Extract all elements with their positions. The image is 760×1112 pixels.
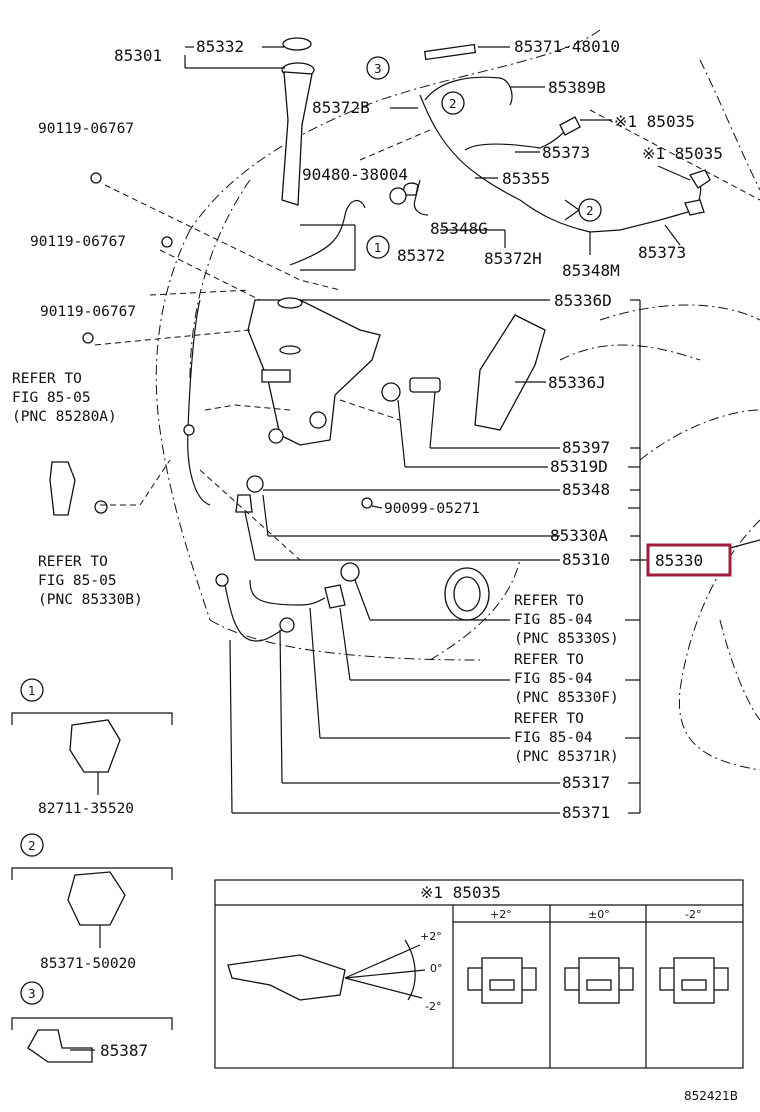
table-title: ※1 85035 xyxy=(420,883,501,902)
adjuster-plus2 xyxy=(467,957,537,1004)
label-85332: 85332 xyxy=(196,37,244,56)
label-85336J: 85336J xyxy=(548,373,606,392)
refer-85330S-line3: (PNC 85330S) xyxy=(514,631,619,647)
refer-85330F-line3: (PNC 85330F) xyxy=(514,690,619,706)
label-85330A: 85330A xyxy=(550,526,608,545)
label-90099-05271: 90099-05271 xyxy=(384,501,480,517)
label-90119-06767-a: 90119-06767 xyxy=(38,121,134,137)
adjuster-zero xyxy=(564,957,634,1004)
refer-85330F-line1: REFER TO xyxy=(514,652,584,668)
refer-85280A-line1: REFER TO xyxy=(12,371,82,387)
legend-panel-2: 2 85371-50020 xyxy=(11,833,173,972)
highlight-box-85330 xyxy=(646,543,732,577)
callout-3-top: 3 xyxy=(374,62,382,76)
label-85371: 85371 xyxy=(562,803,610,822)
refer-85330S-line1: REFER TO xyxy=(514,593,584,609)
label-85317: 85317 xyxy=(562,773,610,792)
legend-2-number: 2 xyxy=(28,839,36,853)
label-85373-a: 85373 xyxy=(542,143,590,162)
table-col-minus2: -2° xyxy=(685,908,701,921)
label-85355: 85355 xyxy=(502,169,550,188)
legend-3-number: 3 xyxy=(28,987,36,1001)
adjuster-minus2 xyxy=(659,957,729,1004)
callout-2-right: 2 xyxy=(586,204,594,218)
label-85348M: 85348M xyxy=(562,261,620,280)
refer-85371R-line2: FIG 85-04 xyxy=(514,730,593,746)
refer-85330B-line2: FIG 85-05 xyxy=(38,573,117,589)
angle-plus2: +2° xyxy=(420,930,442,943)
label-85373-b: 85373 xyxy=(638,243,686,262)
label-82711-35520: 82711-35520 xyxy=(38,801,134,817)
label-90119-06767-b: 90119-06767 xyxy=(30,234,126,250)
label-85372H: 85372H xyxy=(484,249,542,268)
label-85348: 85348 xyxy=(562,480,610,499)
small-parts xyxy=(49,43,711,633)
label-85371-48010: 85371-48010 xyxy=(514,37,620,56)
refer-85280A-line2: FIG 85-05 xyxy=(12,390,91,406)
refer-85371R-line3: (PNC 85371R) xyxy=(514,749,619,765)
refer-85330F-line2: FIG 85-04 xyxy=(514,671,593,687)
label-85330-highlighted: 85330 xyxy=(655,551,703,570)
legend-panel-1: 1 82711-35520 xyxy=(11,678,173,817)
table-col-plus2: +2° xyxy=(490,908,512,921)
leader-lines xyxy=(184,46,760,814)
callout-1-mid: 1 xyxy=(374,241,382,255)
washer-tank-assembly xyxy=(247,37,381,446)
vehicle-body-outline xyxy=(155,29,760,771)
label-85035-b: ※1 85035 xyxy=(642,144,723,163)
label-85310: 85310 xyxy=(562,550,610,569)
figure-code: 852421B xyxy=(684,1089,738,1103)
label-85372: 85372 xyxy=(397,246,445,265)
table-col-zero: ±0° xyxy=(588,908,610,921)
diagram-callouts: 3 2 1 2 xyxy=(366,56,602,259)
angle-minus2: -2° xyxy=(425,1000,441,1013)
angle-zero: 0° xyxy=(430,962,443,975)
legend-1-number: 1 xyxy=(28,684,36,698)
label-85371-50020: 85371-50020 xyxy=(40,956,136,972)
refer-to-notes: REFER TO FIG 85-05 (PNC 85280A) REFER TO… xyxy=(12,371,619,765)
refer-85330B-line3: (PNC 85330B) xyxy=(38,592,143,608)
refer-85330S-line2: FIG 85-04 xyxy=(514,612,593,628)
refer-85280A-line3: (PNC 85280A) xyxy=(12,409,117,425)
label-85387: 85387 xyxy=(100,1041,148,1060)
label-85397: 85397 xyxy=(562,438,610,457)
label-85336D: 85336D xyxy=(554,291,612,310)
callout-2-top: 2 xyxy=(449,97,457,111)
label-85035-a: ※1 85035 xyxy=(614,112,695,131)
label-85389B: 85389B xyxy=(548,78,606,97)
label-85372B: 85372B xyxy=(312,98,370,117)
label-90480-38004: 90480-38004 xyxy=(302,165,408,184)
label-85319D: 85319D xyxy=(550,457,608,476)
refer-85371R-line1: REFER TO xyxy=(514,711,584,727)
label-85301: 85301 xyxy=(114,46,162,65)
refer-85330B-line1: REFER TO xyxy=(38,554,108,570)
dashed-relation-lines xyxy=(94,109,760,561)
nozzle-angle-table: ※1 85035 +2° ±0° -2° +2° 0° -2° xyxy=(214,879,744,1069)
legend-panel-3: 3 85387 xyxy=(11,981,173,1063)
label-85348G: 85348G xyxy=(430,219,488,238)
label-90119-06767-c: 90119-06767 xyxy=(40,304,136,320)
part-labels: 85301 85332 85371-48010 85372B 85389B ※1… xyxy=(30,37,732,822)
